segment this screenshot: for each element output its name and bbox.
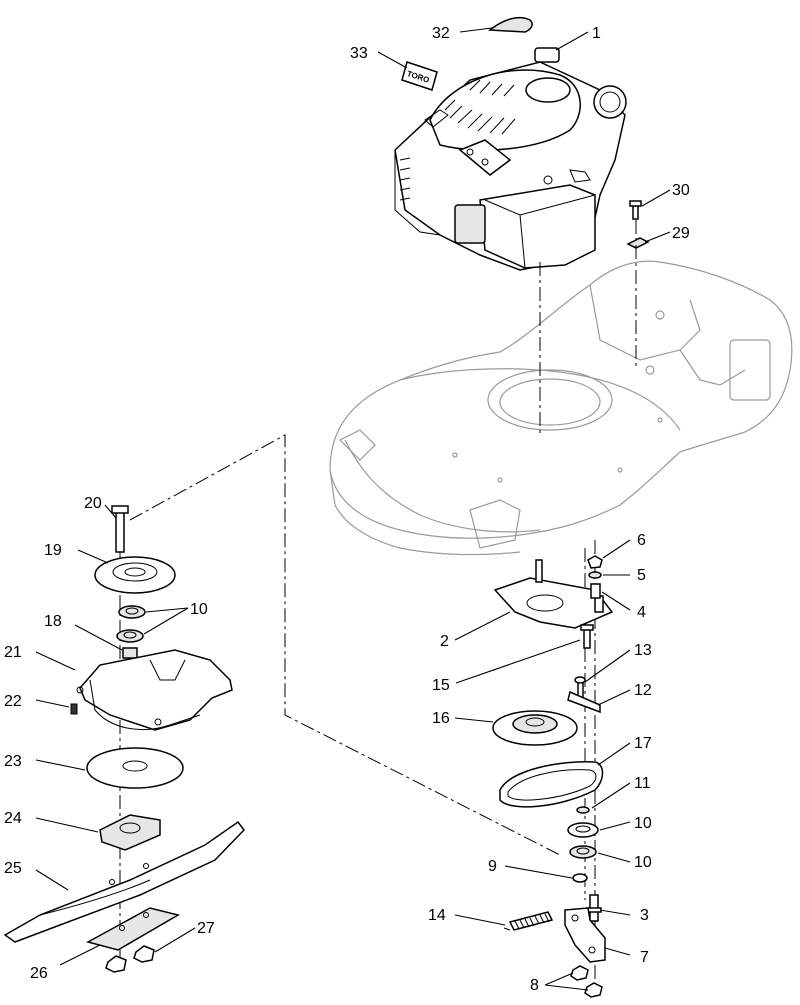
callout-4: 4 — [637, 604, 646, 621]
nut-29 — [626, 237, 650, 249]
callout-22: 21 — [4, 644, 22, 661]
callout-10-final: 10 — [634, 854, 652, 871]
callout-33: 33 — [350, 45, 368, 62]
screw-30 — [629, 200, 642, 220]
leader-lines — [35, 27, 671, 991]
spacer-4 — [590, 583, 601, 599]
callout-7: 7 — [640, 949, 649, 966]
washer-5 — [588, 571, 602, 579]
bolt-21 — [111, 505, 129, 553]
callout-23: 22 — [4, 693, 22, 710]
callout-30: 30 — [672, 182, 690, 199]
bearing-10-upper — [118, 605, 146, 619]
nut-28b — [133, 945, 155, 963]
pulley-17 — [492, 710, 578, 746]
spring-15 — [503, 911, 554, 931]
callout-8: 8 — [530, 977, 539, 994]
callout-24: 23 — [4, 753, 22, 770]
callout-11: 10 — [634, 815, 652, 832]
guard-22 — [76, 649, 233, 731]
hub-25 — [99, 814, 161, 851]
callout-32: 32 — [432, 25, 450, 42]
nut-8a — [570, 965, 589, 981]
decal-33: TORO — [401, 61, 438, 91]
idler-11 — [567, 822, 599, 838]
nut-8b — [584, 982, 603, 998]
callout-17: 16 — [432, 710, 450, 727]
callout-14: 13 — [634, 642, 652, 659]
callout-10a: 10 — [190, 601, 208, 618]
callout-9: 9 — [488, 858, 497, 875]
callout-18: 17 — [634, 735, 652, 752]
callout-21: 20 — [84, 495, 102, 512]
stiffener-27 — [85, 907, 180, 951]
engine — [394, 47, 627, 271]
callout-12: 11 — [634, 775, 651, 792]
mower-deck — [329, 260, 793, 556]
plate-24 — [86, 747, 184, 789]
spacer-9 — [572, 873, 588, 883]
spacer-19 — [122, 647, 138, 659]
callout-3: 3 — [640, 907, 649, 924]
callout-26: 25 — [4, 860, 22, 877]
bolt-16 — [580, 624, 594, 649]
callouts: 32 1 33 30 29 20 19 10 18 21 22 23 24 25… — [4, 25, 690, 994]
callout-27: 26 — [30, 965, 48, 982]
callout-28: 27 — [197, 920, 215, 937]
nut-28a — [105, 955, 127, 973]
bearing-10-right — [569, 845, 597, 859]
callout-2: 2 — [440, 633, 449, 650]
callout-29: 29 — [672, 225, 690, 242]
callout-5: 5 — [637, 567, 646, 584]
engine-cap-32 — [488, 17, 533, 33]
callout-20: 19 — [44, 542, 62, 559]
callout-19: 18 — [44, 613, 62, 630]
callout-13: 12 — [634, 682, 652, 699]
belt-18 — [499, 761, 604, 808]
callout-25: 24 — [4, 810, 22, 827]
blade-26 — [3, 820, 245, 943]
callout-16: 15 — [432, 677, 450, 694]
bracket-2 — [493, 559, 614, 629]
screw-23 — [70, 703, 78, 715]
bearing-10-lower — [116, 629, 144, 643]
washer-12 — [576, 806, 590, 814]
pin-14 — [574, 676, 586, 699]
idler-arm-7 — [564, 907, 606, 963]
callout-1: 1 — [592, 25, 601, 42]
callout-6: 6 — [637, 532, 646, 549]
nut-6 — [587, 555, 603, 569]
bracket-13 — [567, 690, 601, 714]
adapter-20 — [94, 556, 176, 594]
callout-15: 14 — [428, 907, 446, 924]
